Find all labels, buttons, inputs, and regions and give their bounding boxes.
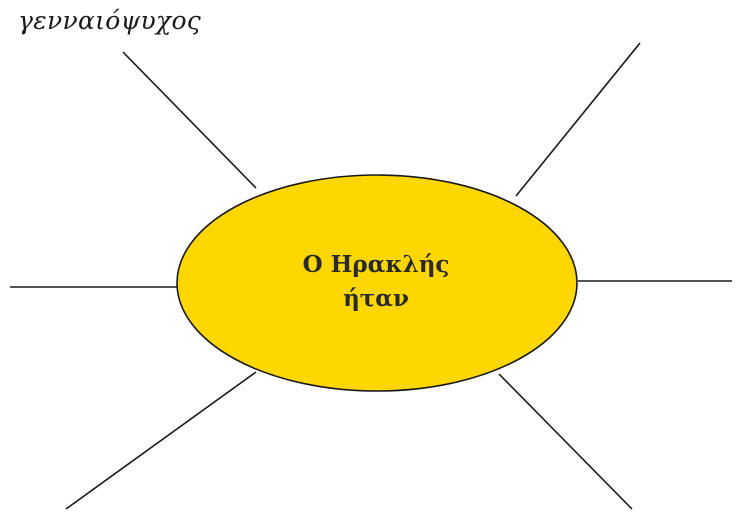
branch-label-top-left: γενναιόψυχος (18, 6, 202, 35)
branch-line-bottom-left (65, 371, 257, 510)
center-label-line1: Ο Ηρακλής (302, 251, 450, 278)
branch-line-bottom-right (498, 373, 633, 510)
center-label-line2: ήταν (343, 285, 409, 312)
branch-line-top-right (515, 42, 641, 197)
center-label: Ο Ηρακλής ήταν (276, 248, 476, 316)
center-ellipse (176, 174, 578, 392)
branch-line-top-left (122, 51, 257, 189)
